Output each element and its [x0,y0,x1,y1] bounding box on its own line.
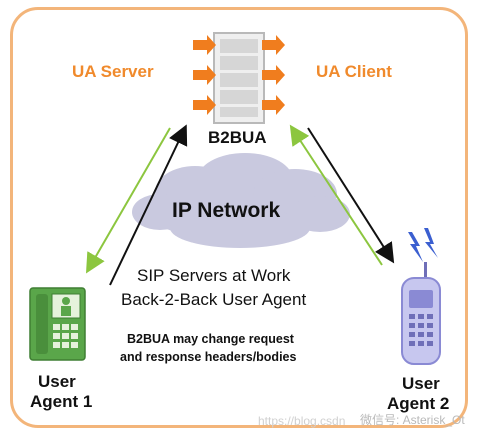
signal-lightning-icon [408,228,438,262]
user-agent1-line2: Agent 1 [30,392,93,411]
watermark-account: 微信号: Asterisk_Ot [360,413,465,427]
ua-server-label: UA Server [72,62,154,81]
arrow-b2bua-to-ua1 [85,127,171,274]
arrow-b2bua-to-ua2 [307,127,395,264]
server-icon [213,32,265,124]
user-agent2-line1: User [402,374,440,393]
server-left-arrows [193,35,216,115]
sip-title-line1: SIP Servers at Work [137,266,291,285]
ip-network-label: IP Network [172,199,281,222]
arrow-ua2-to-b2bua [289,124,383,266]
b2bua-label: B2BUA [208,128,267,147]
cloud-icon [132,153,350,248]
user-agent1-line1: User [38,372,76,391]
diagram-frame [10,7,468,428]
user-agent2-line2: Agent 2 [387,394,450,413]
sip-title-line2: Back-2-Back User Agent [121,290,307,309]
server-right-arrows [262,35,285,115]
note-line2: and response headers/bodies [120,350,297,364]
desk-phone-icon [29,287,86,361]
mobile-phone-icon [401,262,441,365]
watermark-url: https://blog.csdn [258,414,346,428]
note-line1: B2BUA may change request [127,332,294,346]
arrow-ua1-to-b2bua [109,124,188,286]
ua-client-label: UA Client [316,62,392,81]
